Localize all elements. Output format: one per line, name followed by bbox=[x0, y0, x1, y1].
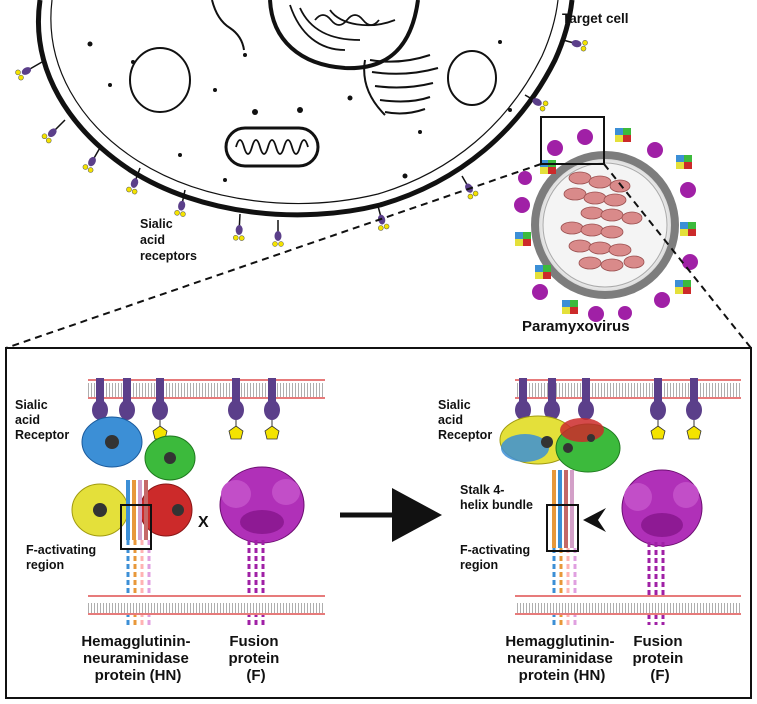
left-hn-label: Hemagglutinin- neuraminidase protein (HN… bbox=[81, 633, 194, 684]
left-receptor-label: Sialic acid Receptor bbox=[15, 398, 69, 442]
zoom-box bbox=[540, 116, 605, 165]
cell-surface-receptors bbox=[15, 39, 588, 247]
right-f-activating-label: F-activating region bbox=[460, 543, 534, 572]
right-viral-membrane bbox=[515, 595, 741, 615]
right-hn-label: Hemagglutinin- neuraminidase protein (HN… bbox=[505, 633, 618, 684]
right-fusion-protein bbox=[621, 469, 703, 625]
left-fusion-protein bbox=[219, 466, 305, 625]
pointer-arrowhead bbox=[583, 508, 606, 532]
vacuole bbox=[447, 50, 497, 106]
block-marker: X bbox=[198, 514, 209, 531]
sialic-acid-receptors-label: Sialic acid receptors bbox=[140, 217, 197, 263]
endoplasmic-reticulum bbox=[363, 54, 439, 116]
right-receptors bbox=[515, 378, 702, 440]
zoom-leader-right bbox=[603, 163, 752, 349]
right-f-activating-box bbox=[546, 504, 579, 552]
transition-arrow bbox=[340, 488, 442, 542]
left-f-activating-box bbox=[120, 504, 152, 550]
zoom-leader-left bbox=[5, 163, 542, 349]
right-hn-protein bbox=[499, 415, 621, 625]
left-hn-protein bbox=[71, 416, 196, 625]
target-cell bbox=[15, 0, 588, 247]
right-fusion-label: Fusion protein (F) bbox=[632, 633, 687, 684]
vacuole bbox=[129, 47, 191, 113]
paramyxovirus-particle bbox=[514, 128, 698, 322]
paramyxovirus-label: Paramyxovirus bbox=[522, 318, 630, 335]
surface-glycoproteins bbox=[514, 128, 698, 322]
left-receptors bbox=[92, 378, 280, 440]
target-cell-label: Target cell bbox=[562, 11, 629, 26]
right-receptor-label: Sialic acid Receptor bbox=[438, 398, 492, 442]
left-viral-membrane bbox=[88, 595, 325, 615]
stalk-bundle-label: Stalk 4- helix bundle bbox=[460, 483, 533, 512]
left-f-activating-label: F-activating region bbox=[26, 543, 100, 572]
left-fusion-label: Fusion protein (F) bbox=[228, 633, 283, 684]
nucleocapsid bbox=[560, 171, 645, 272]
nucleus bbox=[268, 0, 420, 71]
mitochondrion bbox=[224, 126, 320, 168]
